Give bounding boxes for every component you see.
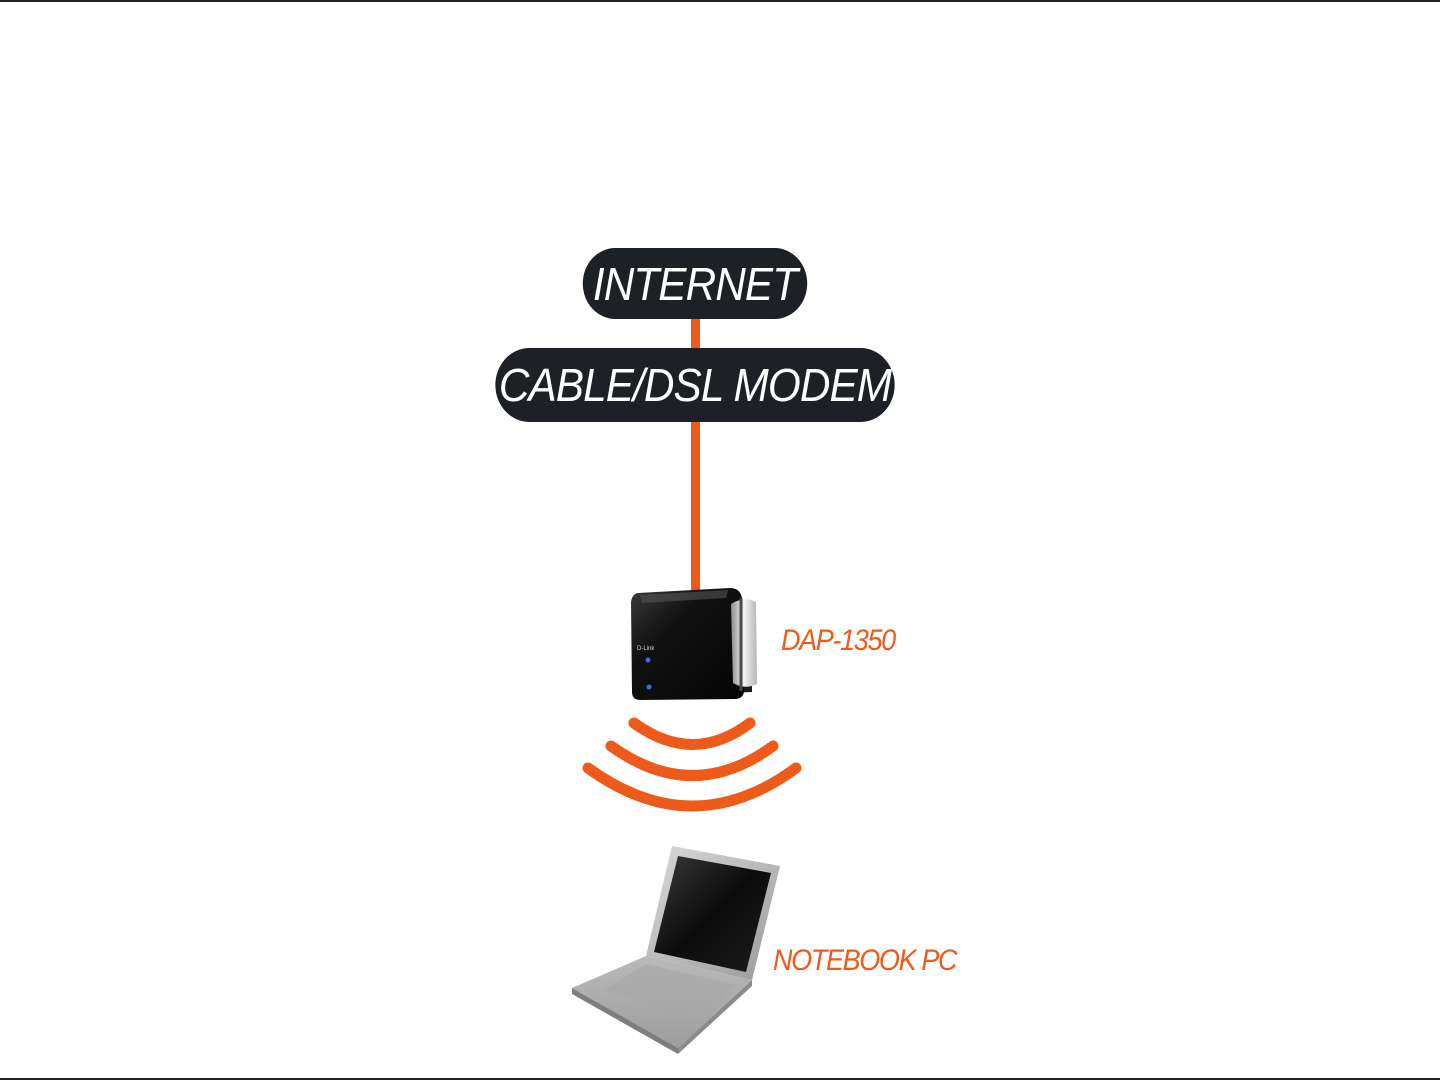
access-point-label: DAP-1350 xyxy=(781,624,895,658)
bottom-rule xyxy=(0,1078,1440,1080)
modem-label: CABLE/DSL MODEM xyxy=(499,358,891,412)
internet-node: INTERNET xyxy=(583,248,807,319)
laptop-icon xyxy=(572,846,780,1054)
wireless-signal-icon xyxy=(588,723,796,806)
modem-access-point-cable xyxy=(691,419,700,595)
access-point-brand-logo: D-Link xyxy=(637,646,655,652)
notebook-pc-label: NOTEBOOK PC xyxy=(773,944,956,978)
cable-dsl-modem-node: CABLE/DSL MODEM xyxy=(495,348,894,422)
internet-label: INTERNET xyxy=(593,257,797,311)
wireless-access-point-icon xyxy=(631,588,757,700)
internet-modem-cable xyxy=(691,316,700,352)
